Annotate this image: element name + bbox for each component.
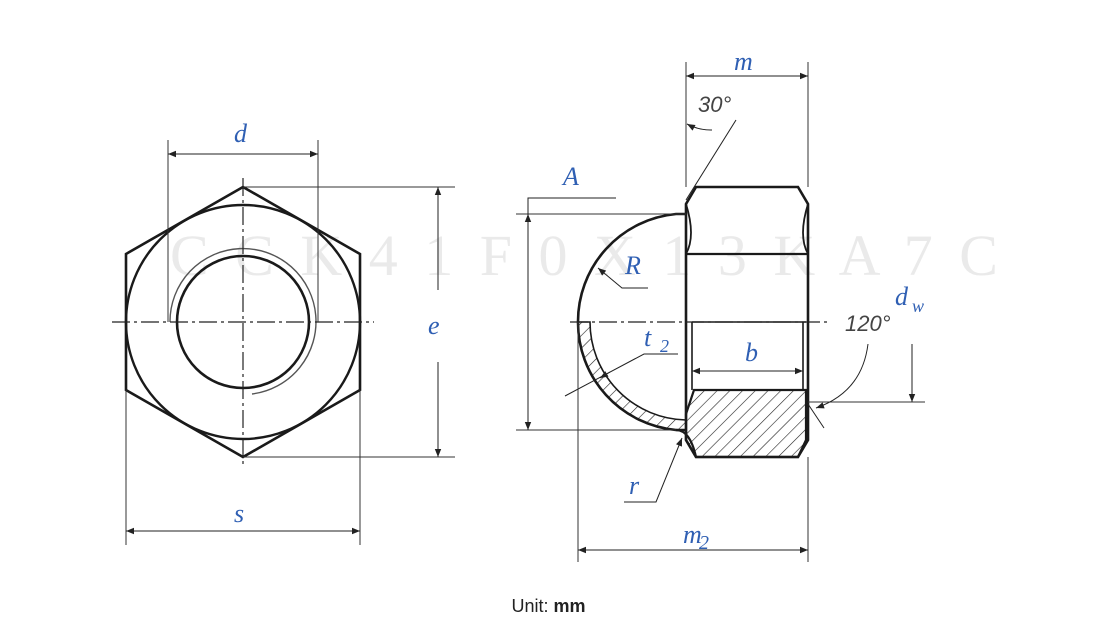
unit-caption-value: mm xyxy=(553,596,586,616)
cap-nut-side-view xyxy=(516,62,925,562)
label-dw-sub: w xyxy=(912,296,924,316)
label-angle-30: 30° xyxy=(698,92,731,117)
label-e: e xyxy=(428,311,440,340)
dimension-labels: d s e m 30° A R t 2 b 120° d w r m 2 xyxy=(234,47,924,554)
label-d: d xyxy=(234,119,248,148)
thread-arc xyxy=(169,247,317,395)
label-s: s xyxy=(234,499,244,528)
label-r: r xyxy=(629,471,640,500)
label-m2-sub: 2 xyxy=(699,532,709,554)
t2-arrow-inner xyxy=(599,371,611,379)
A-leader xyxy=(527,197,616,214)
label-R: R xyxy=(624,251,641,280)
label-dw: d xyxy=(895,282,909,311)
hex-top-view xyxy=(112,140,455,545)
unit-caption: Unit: mm xyxy=(0,596,1097,617)
label-m: m xyxy=(734,47,753,76)
svg-text:C C K 4 1 F 0 X 1 3 K A 7 C: C C K 4 1 F 0 X 1 3 K A 7 C xyxy=(170,223,1004,288)
neck-fillet xyxy=(675,428,698,458)
r-leader xyxy=(624,437,683,503)
label-m2: m xyxy=(683,520,702,549)
watermark: C C K 4 1 F 0 X 1 3 K A 7 C xyxy=(170,223,1004,288)
angle-120-line xyxy=(807,403,825,429)
label-angle-120: 120° xyxy=(845,311,891,336)
angle-30-leader xyxy=(685,119,737,201)
label-t: t xyxy=(644,323,652,352)
t2-leader xyxy=(564,353,678,397)
label-A: A xyxy=(561,162,579,191)
angle-120-arc xyxy=(815,343,869,409)
unit-caption-prefix: Unit: xyxy=(511,596,549,616)
dome-section-hatch xyxy=(577,321,687,431)
thread-section-hatch xyxy=(684,388,808,459)
hex-chamfer-top xyxy=(685,203,809,255)
R-leader xyxy=(597,267,648,289)
angle-30-arc xyxy=(686,123,713,131)
label-t-sub: 2 xyxy=(660,336,669,356)
label-b: b xyxy=(745,338,758,367)
